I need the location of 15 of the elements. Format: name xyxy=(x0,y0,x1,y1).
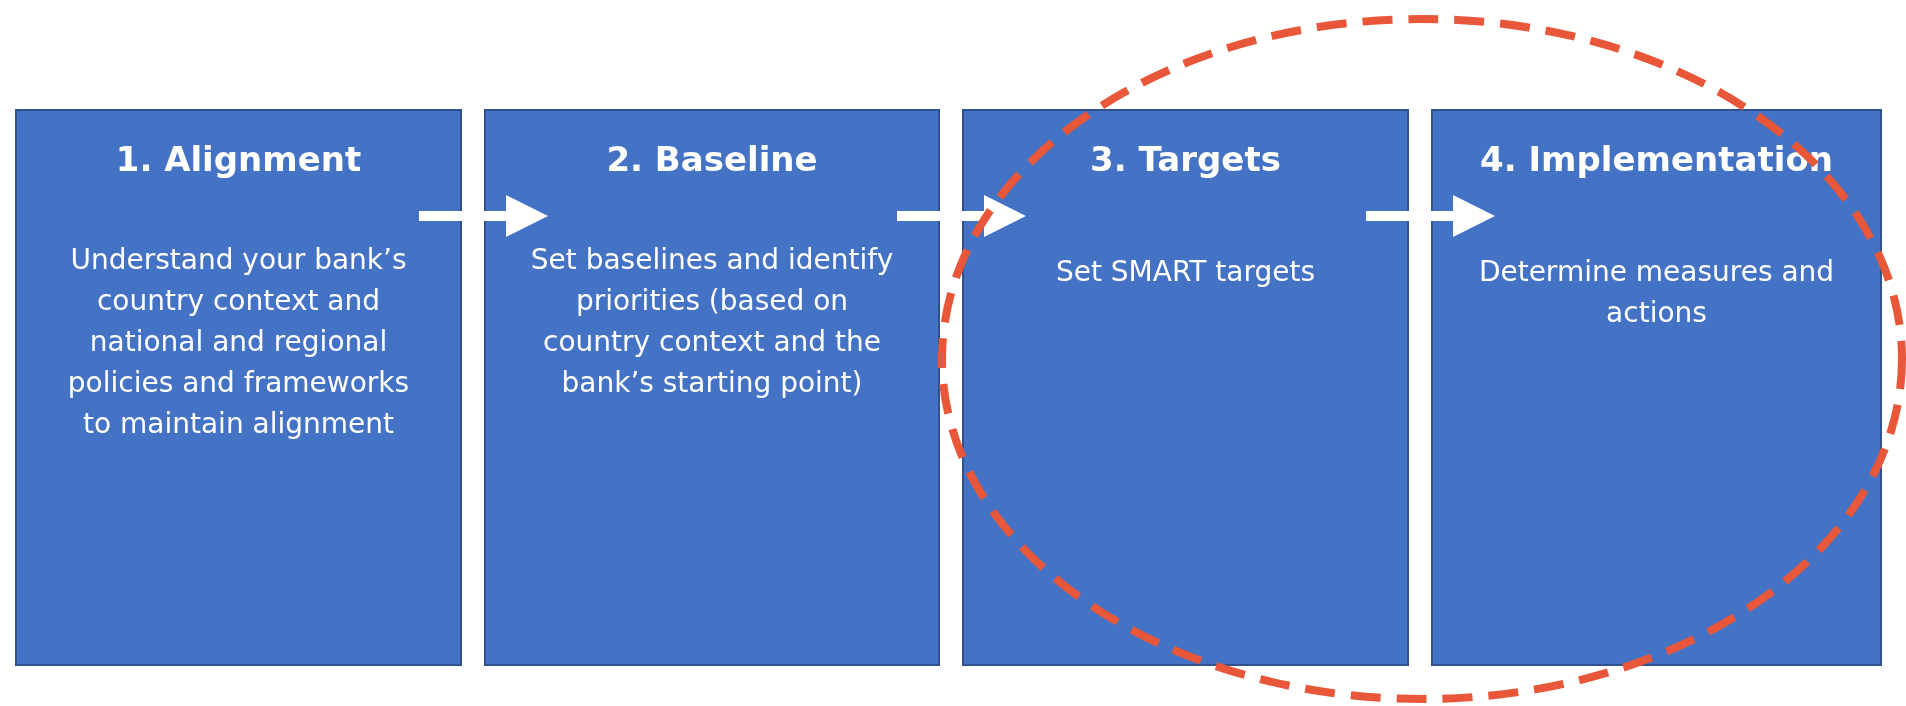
step-description: Set baselines and identify priorities (based on country context and the bank’s starting point) xyxy=(529,242,895,401)
arrow xyxy=(419,195,548,237)
step-title: 2. Baseline xyxy=(605,138,819,181)
arrow xyxy=(1366,195,1495,237)
step-box xyxy=(484,109,940,666)
step-title: 1. Alignment xyxy=(114,138,363,181)
step-description: Determine measures and actions xyxy=(1477,254,1836,331)
step-box xyxy=(1431,109,1882,666)
step-title: 4. Implementation xyxy=(1479,138,1834,181)
step-description: Set SMART targets xyxy=(1054,254,1317,290)
step-box xyxy=(15,109,462,666)
step-description: Understand your bank’s country context and national and regional policies and frameworks to maintain alignment xyxy=(66,242,411,442)
arrow xyxy=(897,195,1026,237)
step-title: 3. Targets xyxy=(1089,138,1282,181)
step-box xyxy=(962,109,1409,666)
